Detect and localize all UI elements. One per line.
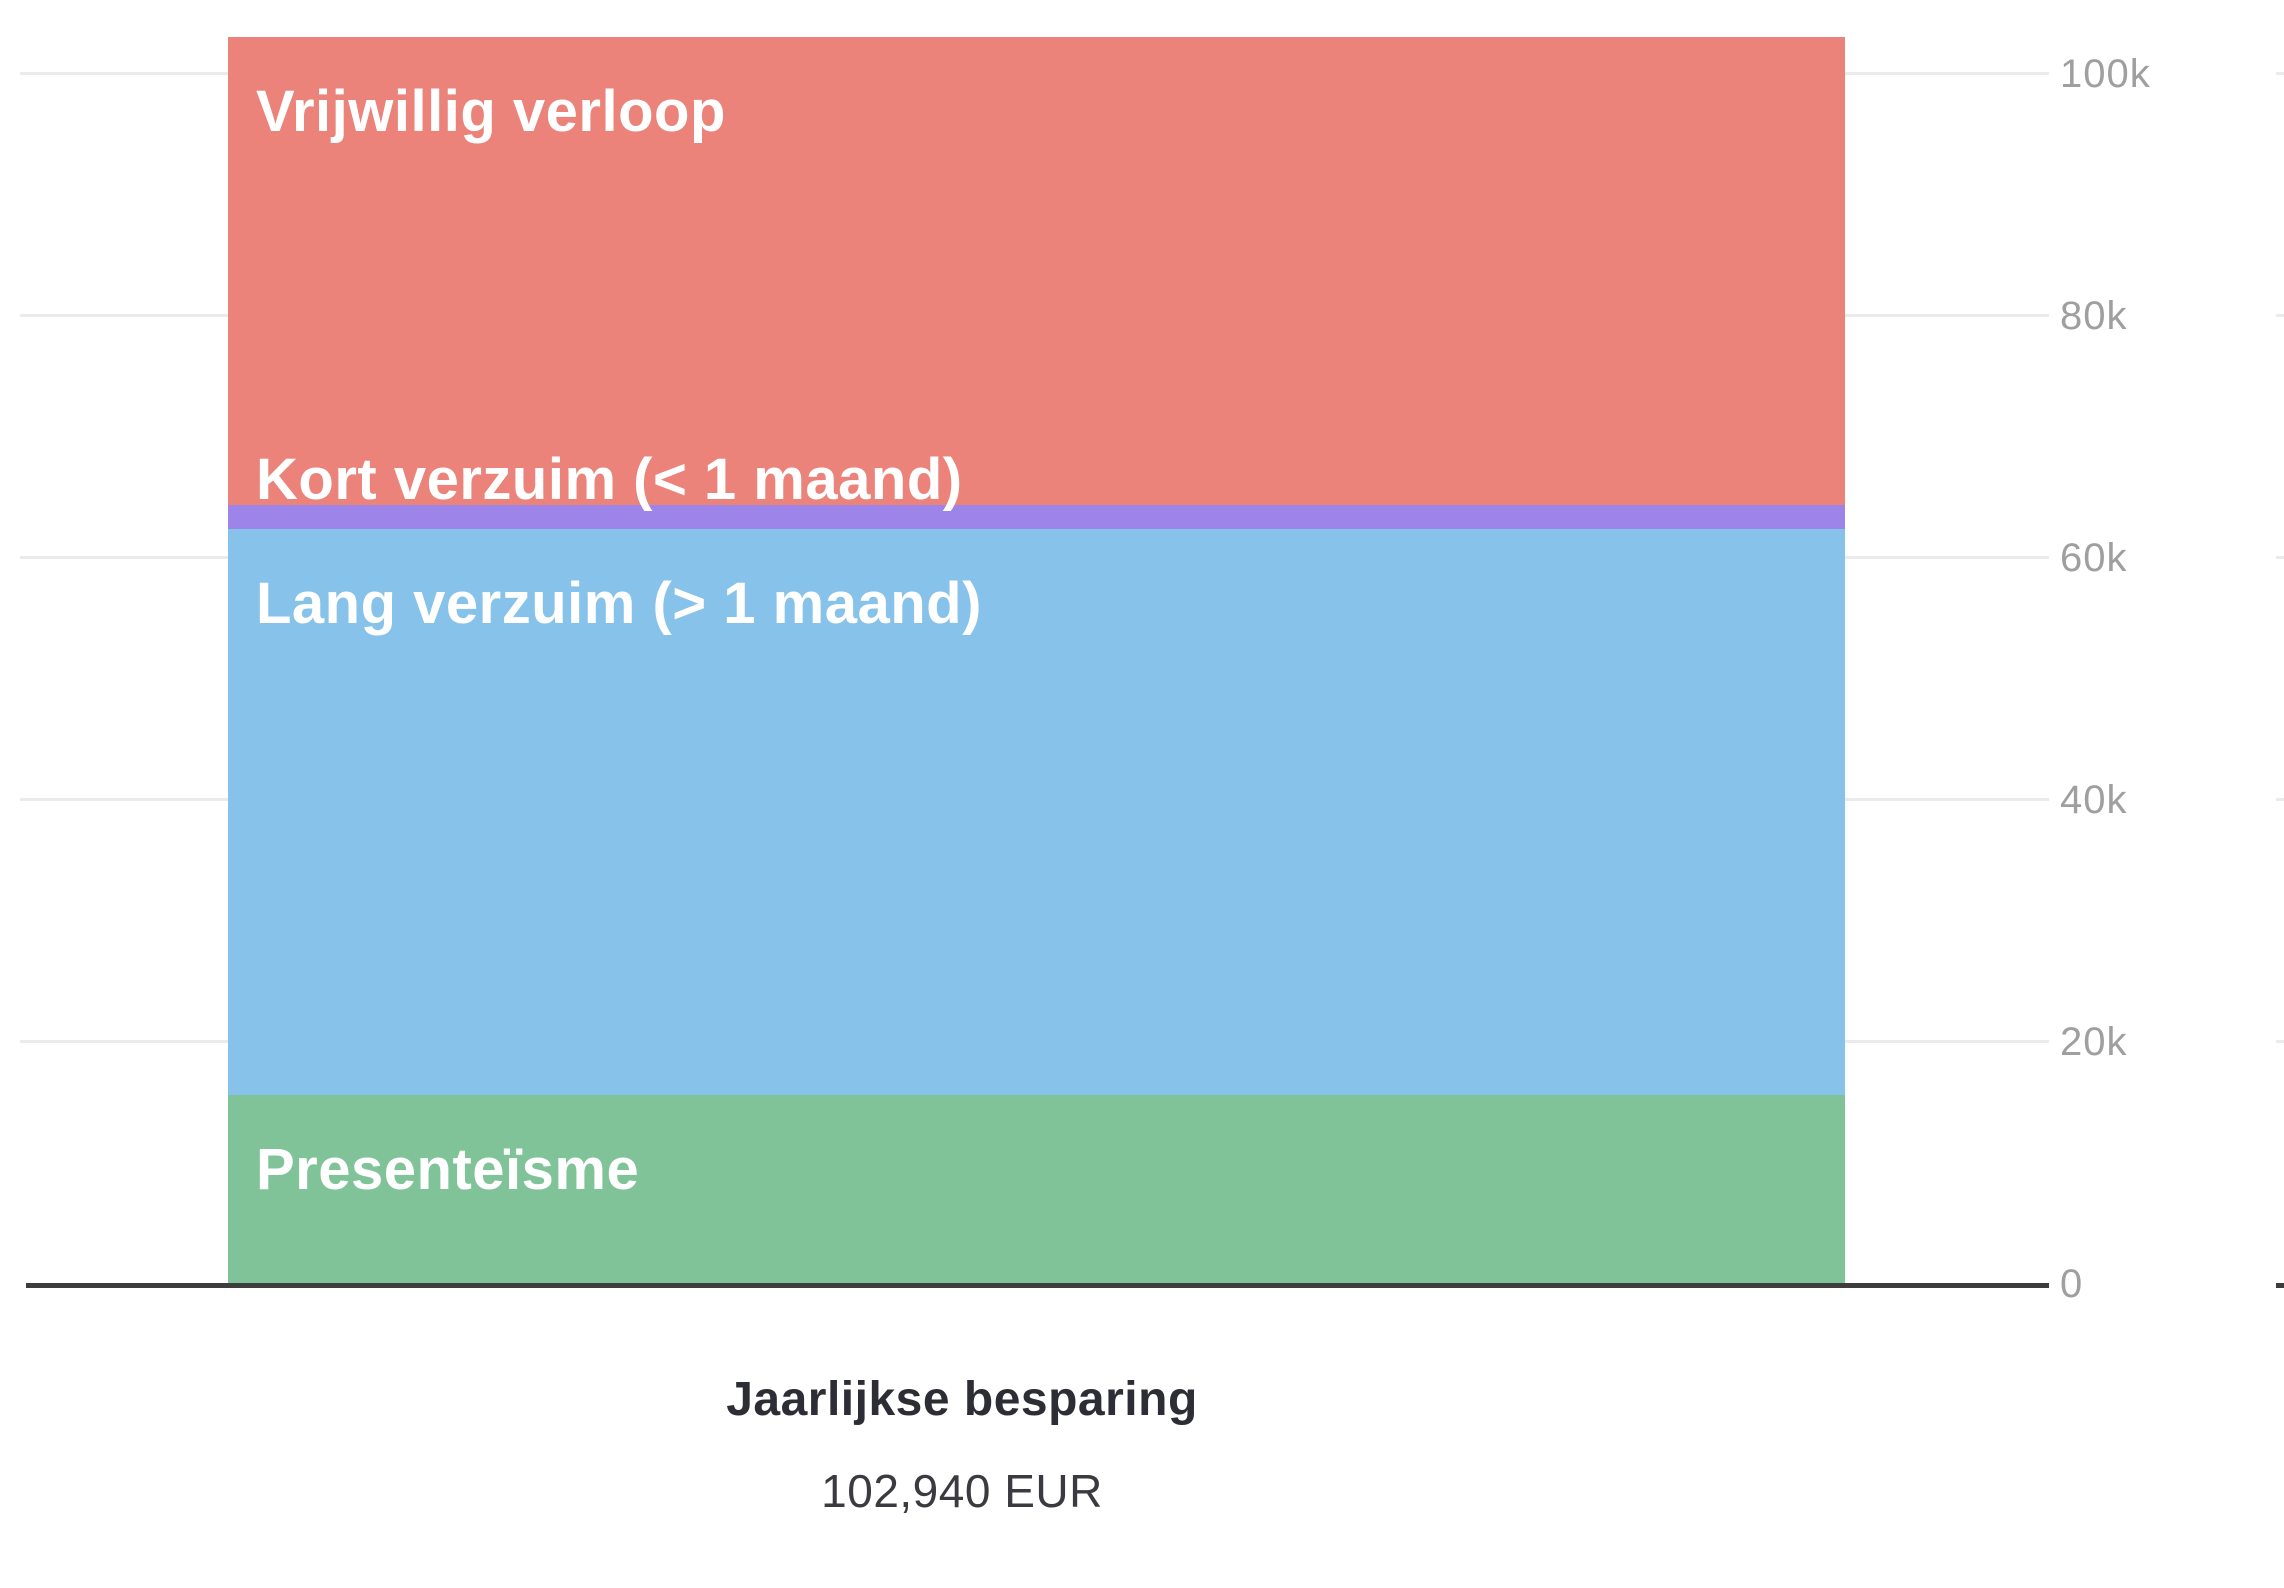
y-tick-label-100k: 100k [2060,52,2151,96]
segment-label-vrijwillig-verloop: Vrijwillig verloop [256,79,726,145]
bar-segment-vrijwillig-verloop[interactable] [228,37,1845,505]
y-tick-label-60k: 60k [2060,536,2128,580]
y-tick-label-20k: 20k [2060,1020,2128,1064]
x-axis-line [26,1283,2049,1288]
y-tick-label-40k: 40k [2060,778,2128,822]
category-total-value: 102,940 EUR [821,1465,1103,1517]
category-label: Jaarlijkse besparing [726,1373,1198,1426]
segment-label-lang-verzuim-1-maand: Lang verzuim (> 1 maand) [256,571,982,637]
gridline-stub-80k [2276,314,2284,317]
y-tick-label-0: 0 [2060,1262,2084,1306]
bar-segment-kort-verzuim-1-maand[interactable] [228,504,1845,530]
segment-label-presente-sme: Presenteïsme [256,1137,640,1203]
bar-segment-lang-verzuim-1-maand[interactable] [228,529,1845,1096]
bar-segment-presente-sme[interactable] [228,1095,1845,1283]
segment-label-kort-verzuim-1-maand: Kort verzuim (< 1 maand) [256,446,963,512]
gridline-stub-0 [2276,1283,2284,1288]
gridline-stub-40k [2276,798,2284,801]
gridline-stub-100k [2276,72,2284,75]
gridline-stub-60k [2276,556,2284,559]
y-tick-label-80k: 80k [2060,294,2128,338]
gridline-stub-20k [2276,1040,2284,1043]
